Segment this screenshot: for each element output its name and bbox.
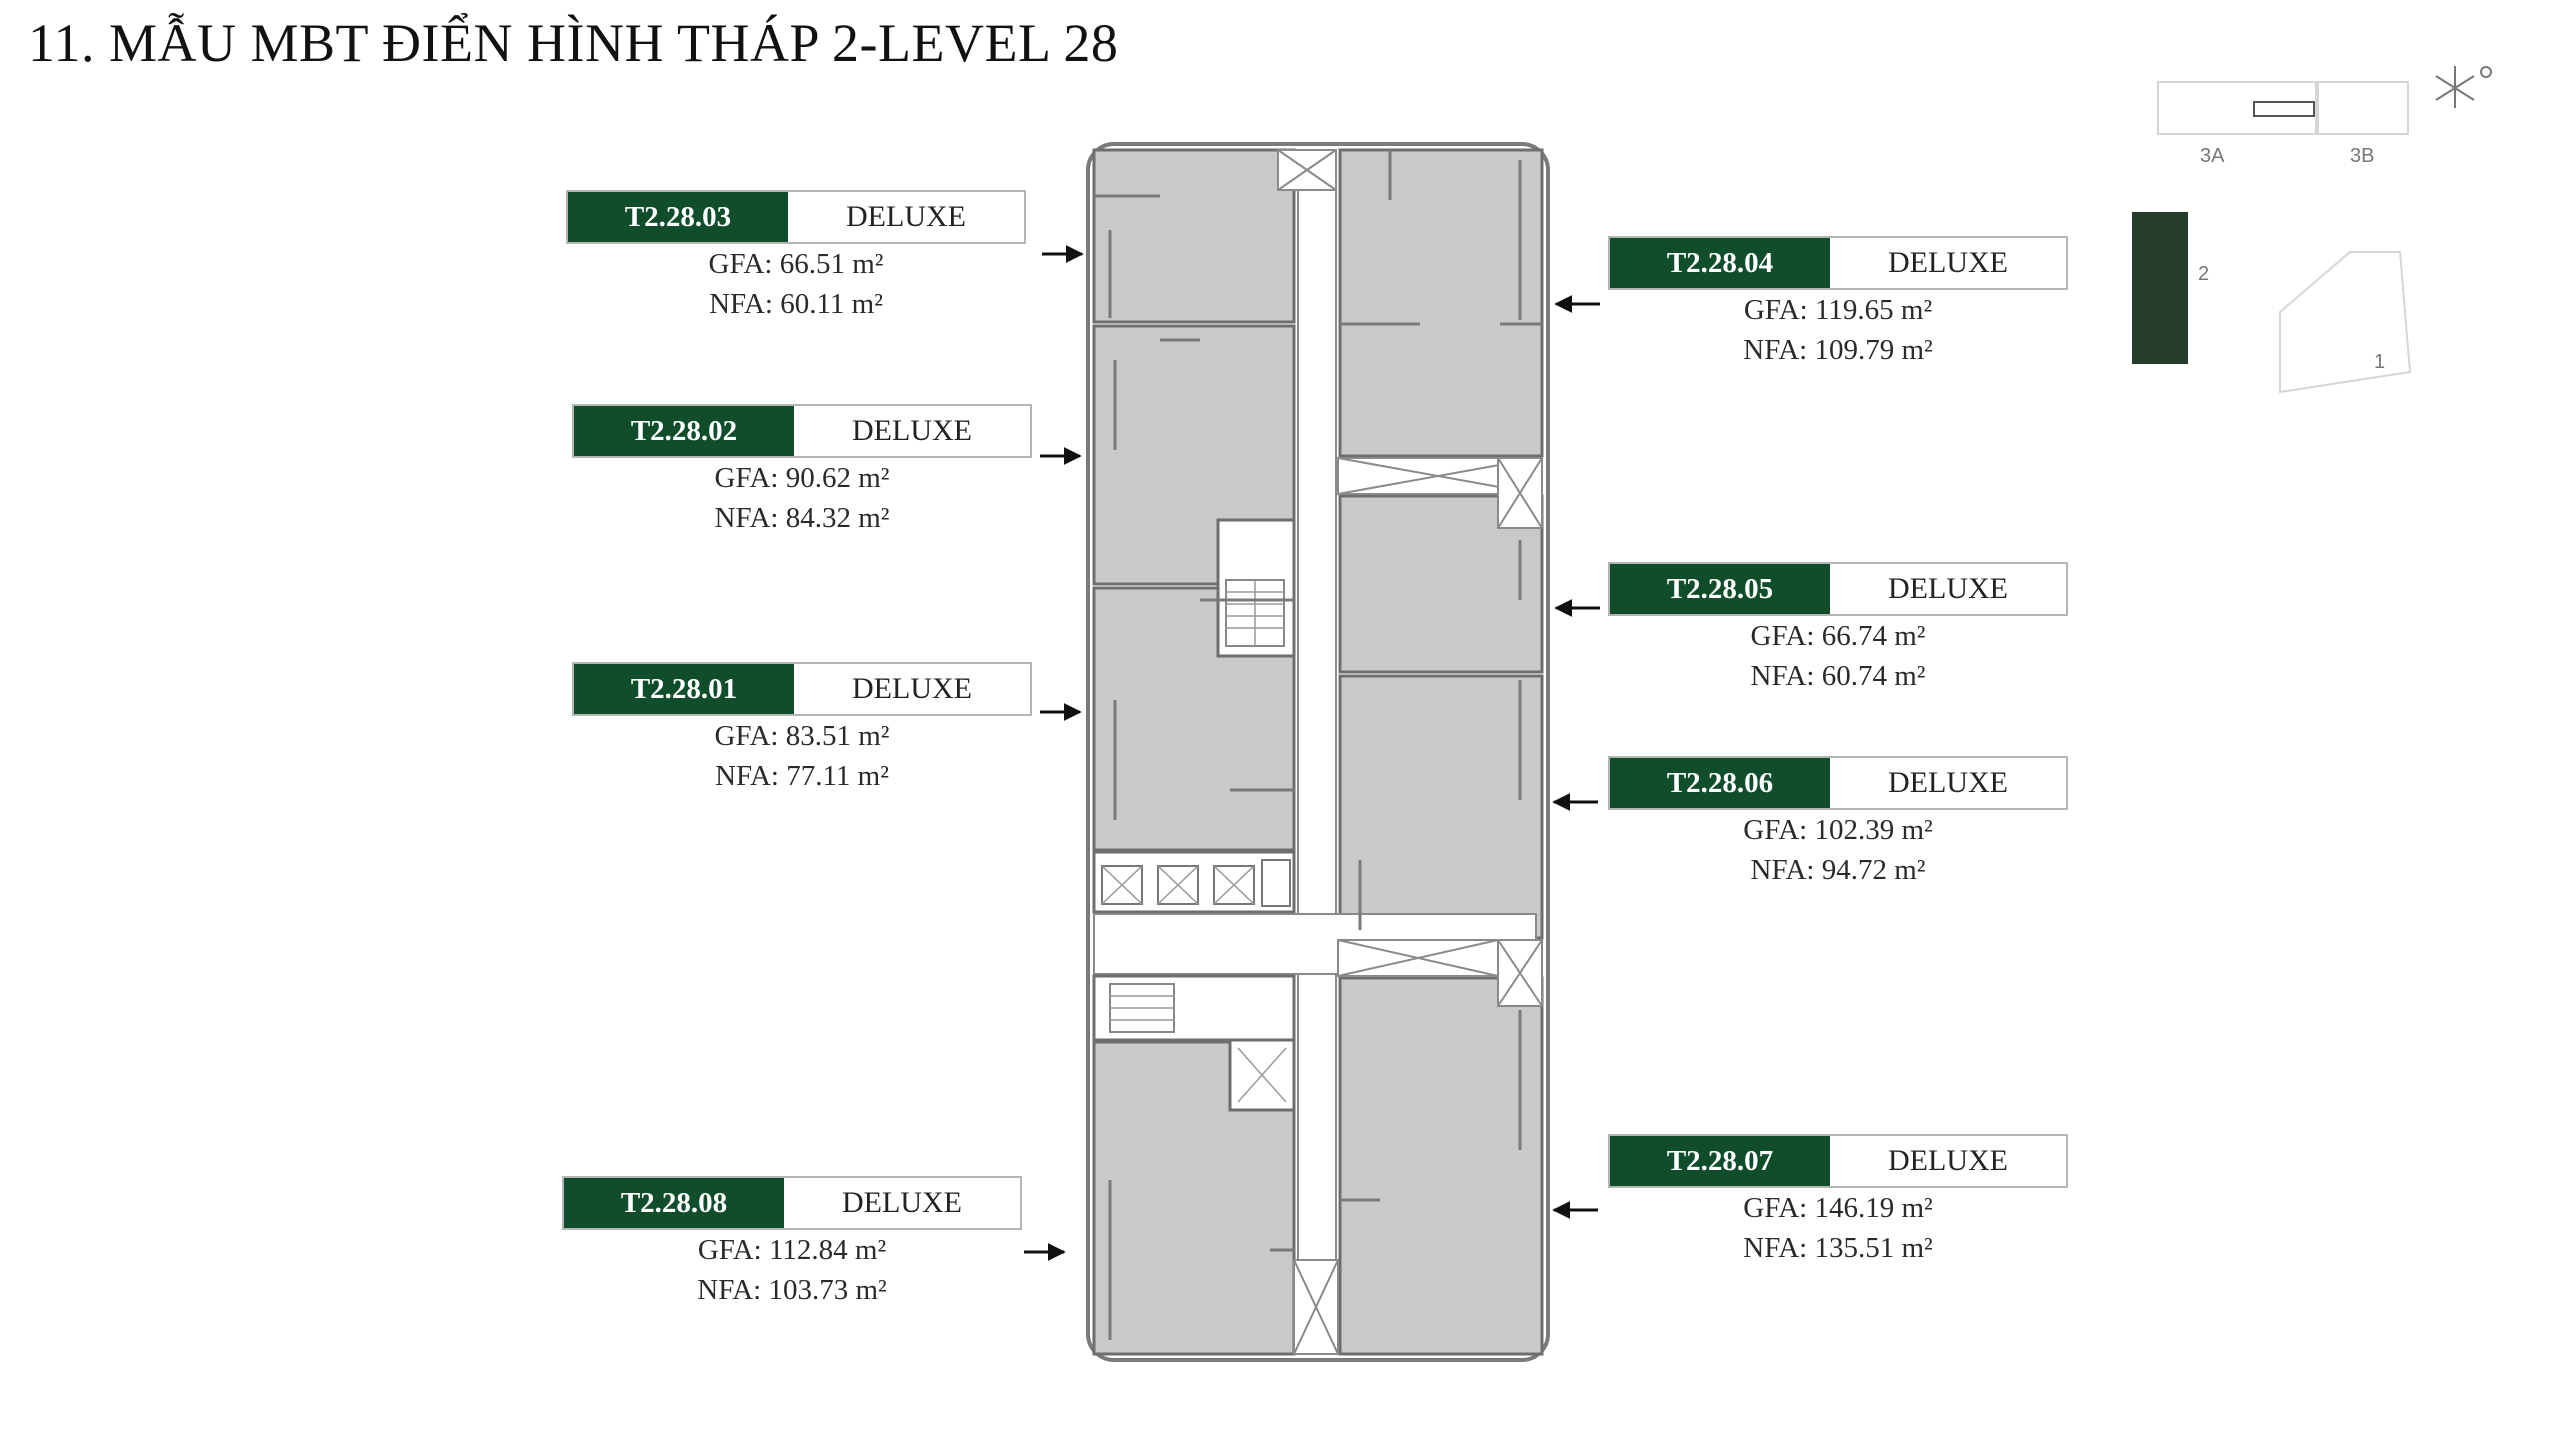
unit-code: T2.28.08 bbox=[564, 1178, 784, 1228]
stair-core-1 bbox=[1216, 518, 1296, 658]
unit-nfa: NFA: 109.79 m² bbox=[1743, 334, 1933, 366]
unit-gfa: GFA: 90.62 m² bbox=[714, 462, 890, 494]
unit-code: T2.28.03 bbox=[568, 192, 788, 242]
unit-nfa: NFA: 77.11 m² bbox=[715, 760, 889, 792]
unit-code: T2.28.04 bbox=[1610, 238, 1830, 288]
unit-tag: T2.28.03 DELUXE bbox=[566, 190, 1026, 244]
unit-tag: T2.28.02 DELUXE bbox=[572, 404, 1032, 458]
stair-core-2 bbox=[1092, 974, 1296, 1112]
unit-gfa: GFA: 119.65 m² bbox=[1743, 294, 1933, 326]
key-plan-label-2: 2 bbox=[2198, 263, 2209, 285]
unit-card-T2.28.04[interactable]: T2.28.04 DELUXE GFA: 119.65 m² NFA: 109.… bbox=[1608, 236, 2068, 370]
service-shafts bbox=[1277, 149, 1543, 1355]
unit-nfa: NFA: 135.51 m² bbox=[1743, 1232, 1933, 1264]
unit-gfa: GFA: 66.51 m² bbox=[708, 248, 884, 280]
unit-card-T2.28.08[interactable]: T2.28.08 DELUXE GFA: 112.84 m² NFA: 103.… bbox=[562, 1176, 1022, 1310]
unit-code: T2.28.02 bbox=[574, 406, 794, 456]
unit-nfa: NFA: 60.74 m² bbox=[1750, 660, 1926, 692]
corridor bbox=[1297, 149, 1337, 1355]
unit-type: DELUXE bbox=[1830, 758, 2066, 808]
unit-gfa: GFA: 112.84 m² bbox=[697, 1234, 887, 1266]
unit-gfa: GFA: 102.39 m² bbox=[1743, 814, 1933, 846]
unit-card-T2.28.02[interactable]: T2.28.02 DELUXE GFA: 90.62 m² NFA: 84.32… bbox=[572, 404, 1032, 538]
unit-T2.28.04[interactable] bbox=[1338, 148, 1544, 458]
unit-tag: T2.28.01 DELUXE bbox=[572, 662, 1032, 716]
page-title: 11. MẪU MBT ĐIỂN HÌNH THÁP 2-LEVEL 28 bbox=[28, 13, 1119, 73]
unit-gfa: GFA: 83.51 m² bbox=[714, 720, 890, 752]
unit-tag: T2.28.07 DELUXE bbox=[1608, 1134, 2068, 1188]
compass-icon bbox=[2435, 66, 2492, 108]
unit-card-T2.28.01[interactable]: T2.28.01 DELUXE GFA: 83.51 m² NFA: 77.11… bbox=[572, 662, 1032, 796]
unit-nfa: NFA: 84.32 m² bbox=[714, 502, 890, 534]
unit-T2.28.06[interactable] bbox=[1338, 674, 1544, 940]
unit-card-T2.28.05[interactable]: T2.28.05 DELUXE GFA: 66.74 m² NFA: 60.74… bbox=[1608, 562, 2068, 696]
unit-type: DELUXE bbox=[784, 1178, 1020, 1228]
unit-gfa: GFA: 66.74 m² bbox=[1750, 620, 1926, 652]
unit-tag: T2.28.04 DELUXE bbox=[1608, 236, 2068, 290]
key-plan-label-3B: 3B bbox=[2350, 145, 2374, 167]
unit-code: T2.28.07 bbox=[1610, 1136, 1830, 1186]
unit-code: T2.28.06 bbox=[1610, 758, 1830, 808]
unit-tag: T2.28.06 DELUXE bbox=[1608, 756, 2068, 810]
unit-nfa: NFA: 94.72 m² bbox=[1750, 854, 1926, 886]
unit-T2.28.07[interactable] bbox=[1338, 976, 1544, 1356]
unit-nfa: NFA: 60.11 m² bbox=[709, 288, 883, 320]
unit-type: DELUXE bbox=[1830, 564, 2066, 614]
unit-type: DELUXE bbox=[794, 406, 1030, 456]
unit-card-T2.28.03[interactable]: T2.28.03 DELUXE GFA: 66.51 m² NFA: 60.11… bbox=[566, 190, 1026, 324]
unit-gfa: GFA: 146.19 m² bbox=[1743, 1192, 1933, 1224]
interior-partitions bbox=[1094, 150, 1542, 1340]
unit-tag: T2.28.08 DELUXE bbox=[562, 1176, 1022, 1230]
unit-type: DELUXE bbox=[1830, 238, 2066, 288]
unit-type: DELUXE bbox=[788, 192, 1024, 242]
elevator-core bbox=[1092, 850, 1296, 914]
key-plan-label-1: 1 bbox=[2374, 351, 2385, 373]
unit-card-T2.28.07[interactable]: T2.28.07 DELUXE GFA: 146.19 m² NFA: 135.… bbox=[1608, 1134, 2068, 1268]
unit-nfa: NFA: 103.73 m² bbox=[697, 1274, 887, 1306]
unit-type: DELUXE bbox=[1830, 1136, 2066, 1186]
unit-tag: T2.28.05 DELUXE bbox=[1608, 562, 2068, 616]
unit-code: T2.28.01 bbox=[574, 664, 794, 714]
unit-code: T2.28.05 bbox=[1610, 564, 1830, 614]
unit-card-T2.28.06[interactable]: T2.28.06 DELUXE GFA: 102.39 m² NFA: 94.7… bbox=[1608, 756, 2068, 890]
unit-T2.28.03[interactable] bbox=[1092, 148, 1296, 324]
unit-type: DELUXE bbox=[794, 664, 1030, 714]
key-plan: 3A 3B 2 1 bbox=[2132, 81, 2412, 394]
key-plan-label-3A: 3A bbox=[2200, 145, 2225, 167]
